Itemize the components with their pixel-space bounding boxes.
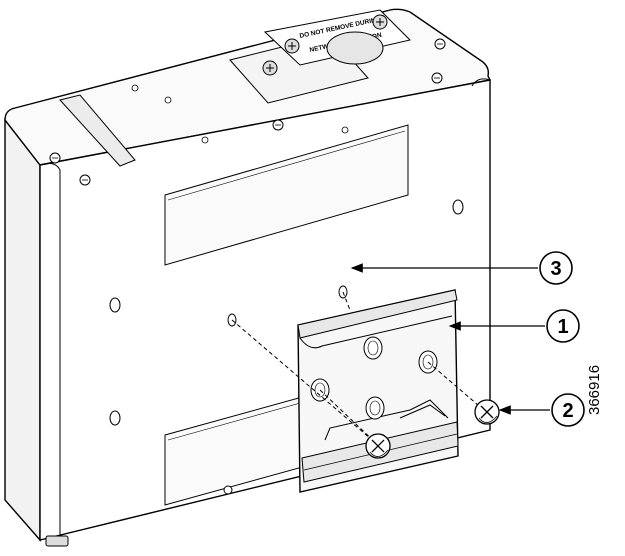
- alignment-line: [427, 361, 487, 413]
- plate-screw-icon: [372, 14, 388, 30]
- top-screw-icon: [49, 152, 61, 164]
- mounting-hole: [452, 199, 464, 215]
- callout-2-label: 2: [562, 400, 573, 422]
- top-edge-rounding: [471, 78, 491, 87]
- bracket-top-lip: [297, 289, 458, 339]
- top-face-details: DO NOT REMOVE DURING NETWORK OPERATION: [49, 9, 446, 186]
- phillips-screw-icon: [474, 399, 500, 425]
- top-hole: [341, 126, 349, 134]
- figure-id: 366916: [586, 364, 603, 415]
- callout-2: 2: [551, 393, 585, 427]
- top-rail-slot: [59, 94, 136, 167]
- callout-leaders: [350, 263, 550, 415]
- callout-3-label: 3: [550, 258, 561, 280]
- alignment-line: [342, 291, 351, 311]
- mounting-hole: [109, 410, 121, 426]
- upper-recessed-panel: [164, 124, 409, 266]
- alignment-line: [319, 389, 379, 446]
- callout-3: 3: [539, 251, 573, 285]
- bracket-hole: [365, 396, 385, 420]
- front-edge-rounding: [39, 162, 61, 540]
- top-port: [326, 31, 384, 65]
- din-rail-bracket: [297, 289, 459, 493]
- plate-screw-icon: [262, 60, 278, 76]
- mounting-hole: [109, 297, 121, 313]
- top-hole: [131, 84, 139, 92]
- front-hole: [223, 485, 233, 495]
- top-screw-icon: [272, 119, 284, 131]
- callout-1: 1: [546, 309, 580, 343]
- chassis-foot: [45, 535, 69, 547]
- top-screw-icon: [431, 72, 443, 84]
- plate-screw-icon: [284, 38, 300, 54]
- alignment-lines: [231, 291, 487, 446]
- callout-1-label: 1: [557, 316, 568, 338]
- top-screw-icon: [434, 38, 446, 50]
- top-hole: [201, 136, 209, 144]
- top-screw-icon: [79, 174, 91, 186]
- bracket-clip: [324, 399, 449, 441]
- phillips-screw-icon: [365, 433, 391, 459]
- bracket-hole: [363, 336, 383, 360]
- chassis-left-face: [4, 117, 41, 542]
- top-hole: [164, 96, 172, 104]
